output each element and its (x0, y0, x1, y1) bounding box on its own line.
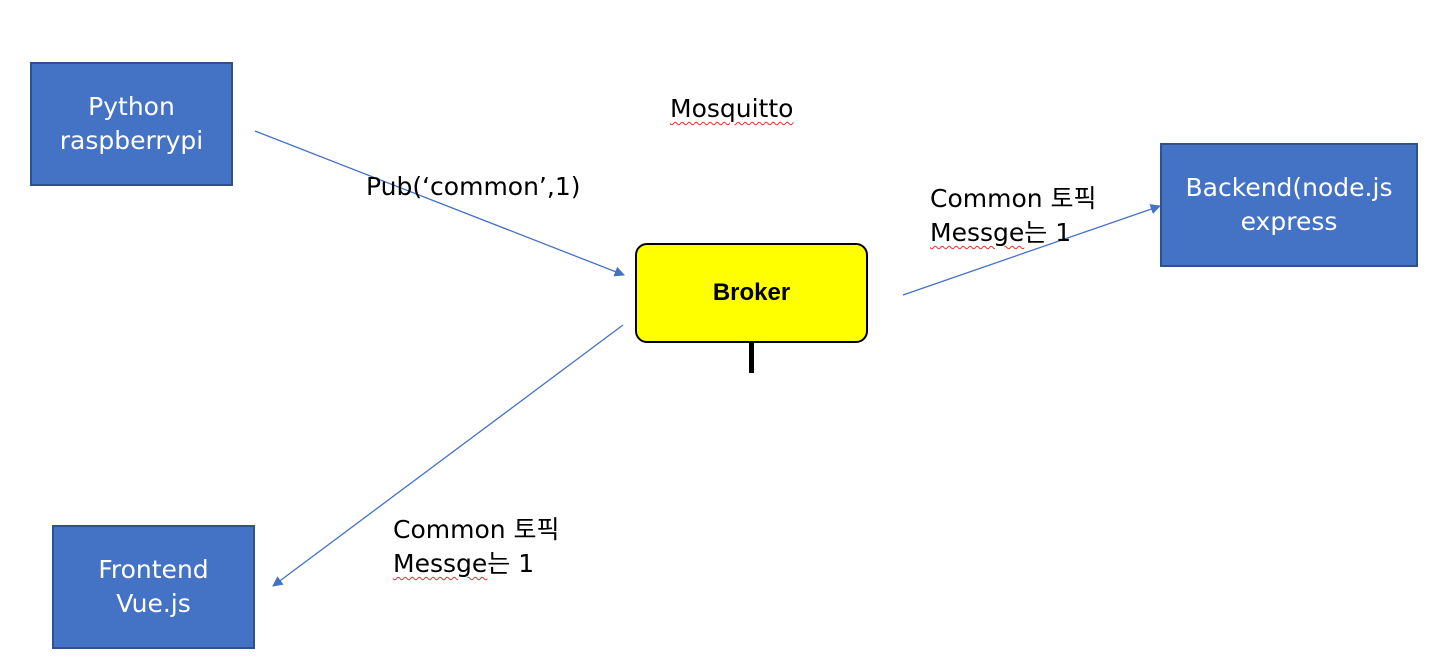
backend-message-label: Common 토픽 Messge는 1 (930, 182, 1097, 250)
broker-node: Broker (635, 243, 868, 343)
backend-message-line2: Messge는 1 (930, 216, 1097, 250)
broker-stem (749, 343, 754, 373)
frontend-node: Frontend Vue.js (52, 525, 255, 649)
frontend-message-label: Common 토픽 Messge는 1 (393, 513, 560, 581)
python-node-line1: Python (88, 92, 175, 121)
mosquitto-label: Mosquitto (670, 92, 793, 126)
backend-message-line1: Common 토픽 (930, 184, 1097, 213)
pub-text: Pub(‘common’,1) (366, 172, 581, 201)
frontend-node-line1: Frontend (98, 555, 209, 584)
backend-node-line1: Backend(node.js (1185, 173, 1393, 202)
frontend-message-line1: Common 토픽 (393, 515, 560, 544)
backend-node-line2: express (1240, 207, 1338, 236)
python-raspberrypi-node: Python raspberrypi (30, 62, 233, 186)
frontend-message-line2: Messge는 1 (393, 547, 560, 581)
frontend-message-suffix: 는 1 (487, 549, 535, 578)
frontend-node-line2: Vue.js (116, 589, 191, 618)
mosquitto-text: Mosquitto (670, 94, 794, 123)
pub-label: Pub(‘common’,1) (366, 170, 581, 204)
broker-label: Broker (712, 279, 791, 306)
frontend-message-word: Messge (393, 549, 488, 578)
python-node-line2: raspberrypi (59, 126, 204, 155)
backend-node: Backend(node.js express (1160, 143, 1418, 267)
backend-message-suffix: 는 1 (1024, 218, 1072, 247)
backend-message-word: Messge (930, 218, 1025, 247)
